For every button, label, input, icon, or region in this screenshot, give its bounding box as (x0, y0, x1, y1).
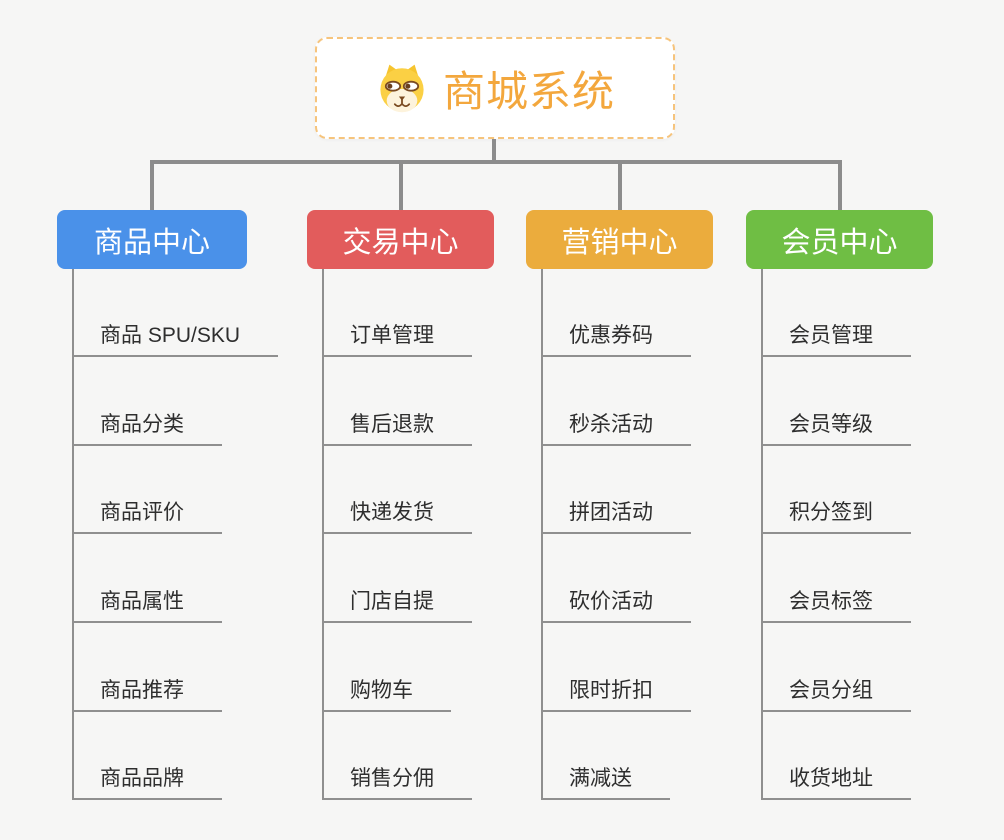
mindmap-item[interactable]: 商品推荐 (72, 679, 222, 712)
mindmap-item[interactable]: 商品 SPU/SKU (72, 324, 279, 357)
connector-rail (150, 160, 842, 164)
root-node-mall-system[interactable]: 商城系统 (315, 37, 675, 139)
branch-label: 会员中心 (781, 226, 898, 259)
mindmap-item[interactable]: 优惠券码 (541, 324, 691, 357)
mindmap-item[interactable]: 商品评价 (72, 501, 222, 534)
mindmap-item[interactable]: 砍价活动 (541, 590, 691, 623)
mindmap-item[interactable]: 快递发货 (322, 501, 472, 534)
mindmap-item[interactable]: 商品分类 (72, 413, 222, 446)
mindmap-item[interactable]: 满减送 (541, 767, 670, 800)
connector-drop-product-center (150, 164, 154, 210)
connector-stem-trade-center (322, 269, 324, 800)
branch-label: 营销中心 (561, 226, 678, 259)
mindmap-item[interactable]: 会员分组 (761, 679, 911, 712)
branch-box-product-center[interactable]: 商品中心 (57, 210, 247, 269)
mindmap-item[interactable]: 会员等级 (761, 413, 911, 446)
connector-stem-marketing-center (541, 269, 543, 800)
mindmap-item[interactable]: 会员管理 (761, 324, 911, 357)
mindmap-item[interactable]: 限时折扣 (541, 679, 691, 712)
mindmap-item[interactable]: 积分签到 (761, 501, 911, 534)
connector-drop-trade-center (398, 164, 403, 210)
mindmap-item[interactable]: 秒杀活动 (541, 413, 691, 446)
mindmap-item[interactable]: 订单管理 (322, 324, 472, 357)
mindmap-item[interactable]: 会员标签 (761, 590, 911, 623)
mindmap-item[interactable]: 商品属性 (72, 590, 222, 623)
branch-box-trade-center[interactable]: 交易中心 (307, 210, 494, 269)
root-title: 商城系统 (442, 67, 615, 115)
connector-stem-product-center (72, 269, 74, 800)
mindmap-item[interactable]: 售后退款 (322, 413, 472, 446)
branch-label: 交易中心 (342, 226, 459, 259)
mindmap-item[interactable]: 门店自提 (322, 590, 472, 623)
branch-label: 商品中心 (93, 226, 210, 259)
mindmap-item[interactable]: 销售分佣 (322, 767, 472, 800)
connector-root-stem (491, 139, 496, 160)
branch-box-member-center[interactable]: 会员中心 (746, 210, 933, 269)
connector-drop-marketing-center (617, 164, 622, 210)
mindmap-item[interactable]: 拼团活动 (541, 501, 691, 534)
mindmap-item[interactable]: 收货地址 (761, 767, 911, 800)
mindmap-item[interactable]: 商品品牌 (72, 767, 222, 800)
connector-drop-member-center (837, 164, 842, 210)
connector-stem-member-center (761, 269, 763, 800)
mindmap-item[interactable]: 购物车 (322, 679, 451, 712)
branch-box-marketing-center[interactable]: 营销中心 (526, 210, 713, 269)
dog-icon (380, 64, 424, 113)
